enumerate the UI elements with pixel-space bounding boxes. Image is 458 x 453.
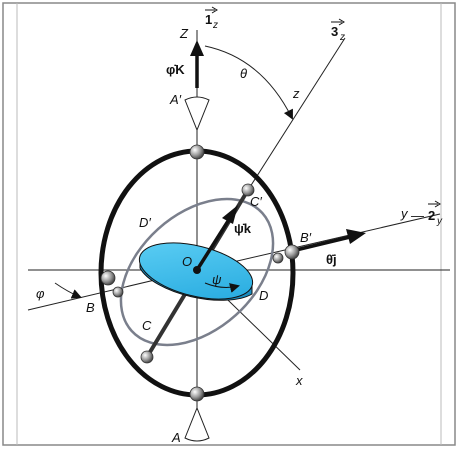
label-C: C	[142, 318, 152, 333]
ball-top	[189, 144, 205, 160]
label-psi: ψ	[212, 272, 222, 287]
theta-arc	[204, 45, 293, 120]
top-cone	[184, 96, 210, 132]
label-Z: Z	[179, 26, 189, 41]
svg-text:y: y	[436, 216, 443, 227]
ball-bottom	[189, 386, 205, 402]
psi-dot-k-arrowhead	[222, 205, 238, 224]
ball-c-prime	[241, 183, 255, 197]
label-A-prime: A′	[169, 92, 182, 107]
ball-c	[140, 350, 154, 364]
label-O: O	[182, 254, 192, 269]
label-D-prime: D′	[139, 215, 151, 230]
label-D: D	[259, 288, 268, 303]
label-B-prime: B′	[300, 230, 312, 245]
center-point	[193, 266, 201, 274]
label-y: y	[400, 206, 409, 221]
outer-border	[2, 2, 456, 446]
ball-inner-left	[112, 286, 124, 298]
ball-b	[100, 270, 116, 286]
label-three-z: 3 z	[331, 18, 345, 43]
svg-text:3: 3	[331, 24, 338, 39]
label-dash: —	[410, 208, 425, 223]
svg-text:z: z	[339, 32, 345, 43]
label-phi: φ	[36, 286, 45, 301]
label-z: z	[292, 86, 300, 101]
label-two-y: 2 y	[428, 200, 443, 227]
label-A: A	[171, 430, 181, 445]
inner-ring	[119, 197, 275, 347]
label-x: x	[295, 373, 303, 388]
label-theta: θ	[240, 66, 247, 81]
svg-text:2: 2	[428, 208, 435, 223]
label-one-z: 1 z	[205, 6, 218, 31]
phi-arc	[54, 282, 82, 299]
ball-inner-right	[272, 252, 284, 264]
bottom-cone	[184, 406, 210, 442]
phi-dot-k-arrowhead	[190, 40, 204, 56]
theta-dot-j-arrowhead	[346, 229, 366, 244]
psi-arc	[204, 282, 240, 293]
psi-dot-k-shaft	[195, 217, 232, 271]
label-theta-dot-j: θ̇j	[326, 252, 337, 267]
theta-dot-j-shaft	[295, 235, 351, 252]
label-C-prime: C′	[250, 194, 262, 209]
svg-text:1: 1	[205, 12, 212, 27]
ball-b-prime	[284, 244, 300, 260]
label-psi-dot-k: ψ̇k	[234, 221, 252, 236]
label-B: B	[86, 300, 95, 315]
label-phi-dot-K: φ̇K	[166, 62, 185, 77]
svg-text:z: z	[212, 20, 218, 31]
